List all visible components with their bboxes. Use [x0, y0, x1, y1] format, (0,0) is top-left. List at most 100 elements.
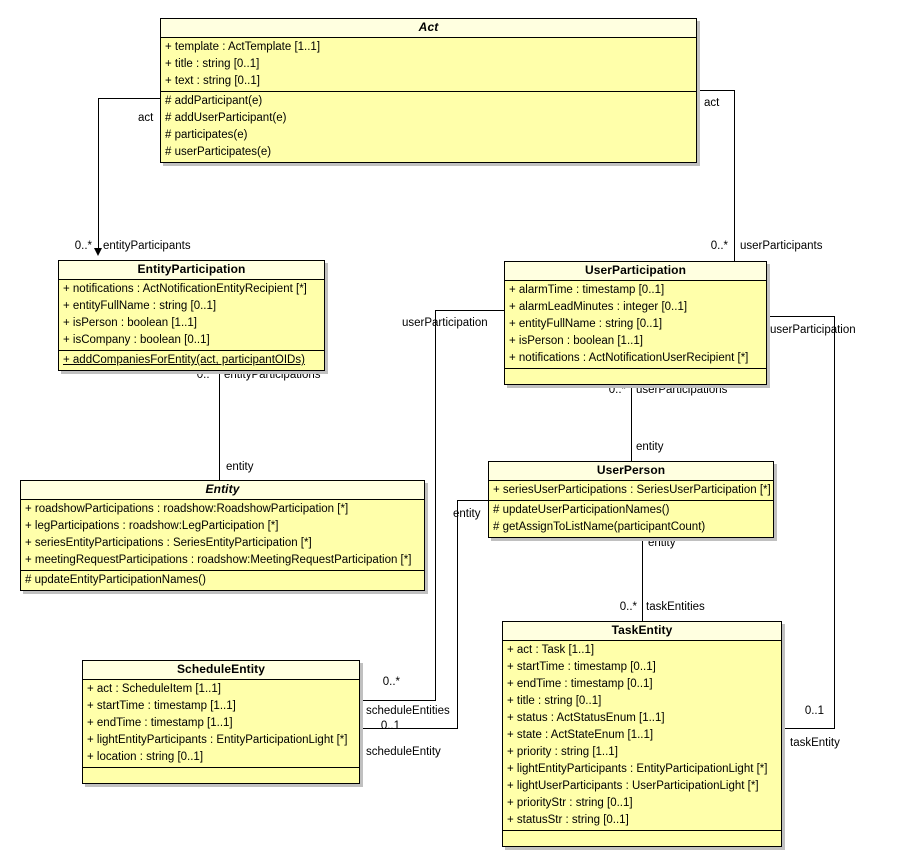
attribute: + lightEntityParticipants : EntityPartic… — [87, 734, 348, 746]
attribute: + endTime : timestamp [1..1] — [87, 717, 233, 729]
label-entity-role-userperson: entity — [636, 441, 664, 453]
class-scheduleentity-title: ScheduleEntity — [83, 661, 359, 680]
label-entityparticipations-mult: 0..* — [196, 369, 214, 381]
edge-userperson-schedule-h-bot — [360, 728, 458, 729]
attribute: + title : string [0..1] — [165, 58, 260, 70]
operation: # userParticipates(e) — [165, 146, 272, 158]
operation: # updateEntityParticipationNames() — [25, 574, 206, 586]
class-userperson[interactable]: UserPerson + seriesUserParticipations : … — [488, 461, 774, 538]
label-entity-role-task: entity — [648, 537, 676, 549]
class-entityparticipation-operations: + addCompaniesForEntity(act, participant… — [59, 350, 324, 370]
class-entityparticipation[interactable]: EntityParticipation + notifications : Ac… — [58, 260, 325, 371]
attribute: + seriesEntityParticipations : SeriesEnt… — [25, 537, 312, 549]
arrow-entityparticipation — [94, 248, 102, 256]
operation: + addCompaniesForEntity(act, participant… — [63, 354, 305, 366]
class-scheduleentity-attributes: + act : ScheduleItem [1..1] + startTime … — [83, 680, 359, 767]
class-userperson-operations: # updateUserParticipationNames() # getAs… — [489, 500, 773, 537]
class-taskentity-operations — [503, 830, 781, 846]
label-entityparticipants-role: entityParticipants — [103, 240, 191, 252]
attribute: + priorityStr : string [0..1] — [507, 797, 633, 809]
attribute: + entityFullName : string [0..1] — [509, 318, 663, 330]
edge-up-schedule-v — [435, 310, 436, 700]
class-act[interactable]: Act + template : ActTemplate [1..1] + ti… — [160, 18, 697, 163]
label-taskentity-mult: 0..1 — [804, 705, 824, 717]
attribute: + act : ScheduleItem [1..1] — [87, 683, 221, 695]
label-taskentity-role: taskEntity — [790, 737, 840, 749]
attribute: + statusStr : string [0..1] — [507, 814, 629, 826]
edge-up-taskentity-h-bot — [784, 728, 835, 729]
edge-entityparticipation-entity — [219, 360, 220, 480]
label-entity-role-mid: entity — [453, 508, 481, 520]
attribute: + alarmLeadMinutes : integer [0..1] — [509, 301, 688, 313]
class-userparticipation-title: UserParticipation — [505, 262, 766, 281]
edge-up-taskentity-v — [834, 316, 835, 728]
attribute: + isPerson : boolean [1..1] — [509, 335, 643, 347]
attribute: + seriesUserParticipations : SeriesUserP… — [493, 484, 771, 496]
attribute: + lightUserParticipants : UserParticipat… — [507, 780, 759, 792]
class-userparticipation-attributes: + alarmTime : timestamp [0..1] + alarmLe… — [505, 281, 766, 368]
edge-act-userparticipation-v1 — [697, 90, 698, 92]
attribute: + state : ActStateEnum [1..1] — [507, 729, 654, 741]
attribute: + startTime : timestamp [1..1] — [87, 700, 236, 712]
label-act-left-role: act — [138, 112, 154, 124]
edge-userperson-schedule-h-top — [457, 500, 504, 501]
edge-act-userparticipation-h — [697, 90, 735, 91]
operation: # participates(e) — [165, 129, 248, 141]
attribute: + title : string [0..1] — [507, 695, 602, 707]
label-entity-role-left: entity — [226, 461, 254, 473]
edge-userparticipation-userperson — [631, 378, 632, 461]
edge-act-entityparticipation-h — [98, 98, 161, 99]
class-userparticipation[interactable]: UserParticipation + alarmTime : timestam… — [504, 261, 767, 385]
edge-userperson-taskentity — [642, 524, 643, 622]
class-scheduleentity[interactable]: ScheduleEntity + act : ScheduleItem [1..… — [82, 660, 360, 784]
class-userparticipation-operations — [505, 368, 766, 384]
attribute: + location : string [0..1] — [87, 751, 204, 763]
class-entity[interactable]: Entity + roadshowParticipations : roadsh… — [20, 480, 425, 591]
label-userparticipation-role-right: userParticipation — [770, 324, 856, 336]
class-taskentity-title: TaskEntity — [503, 622, 781, 641]
attribute: + template : ActTemplate [1..1] — [165, 41, 321, 53]
edge-act-entityparticipation-v2 — [98, 98, 99, 248]
attribute: + priority : string [1..1] — [507, 746, 618, 758]
attribute: + lightEntityParticipants : EntityPartic… — [507, 763, 768, 775]
label-scheduleentity-mult: 0..1 — [380, 720, 400, 732]
label-act-right-role: act — [704, 97, 720, 109]
attribute: + notifications : ActNotificationUserRec… — [509, 352, 749, 364]
class-entity-title: Entity — [21, 481, 424, 500]
attribute: + alarmTime : timestamp [0..1] — [509, 284, 665, 296]
class-taskentity-attributes: + act : Task [1..1] + startTime : timest… — [503, 641, 781, 830]
attribute: + isPerson : boolean [1..1] — [63, 317, 197, 329]
edge-up-schedule-h-bot — [360, 700, 436, 701]
class-userperson-attributes: + seriesUserParticipations : SeriesUserP… — [489, 481, 773, 500]
operation: # getAssignToListName(participantCount) — [493, 521, 706, 533]
attribute: + startTime : timestamp [0..1] — [507, 661, 656, 673]
operation: # updateUserParticipationNames() — [493, 504, 670, 516]
edge-up-taskentity-h-top — [767, 316, 835, 317]
class-taskentity[interactable]: TaskEntity + act : Task [1..1] + startTi… — [502, 621, 782, 847]
class-act-operations: # addParticipant(e) # addUserParticipant… — [161, 91, 696, 162]
label-userparticipations-mult: 0..* — [608, 384, 626, 396]
label-userparticipation-role-mid: userParticipation — [402, 317, 488, 329]
label-userparticipations-role: userParticipations — [636, 384, 728, 396]
attribute: + isCompany : boolean [0..1] — [63, 334, 210, 346]
class-entityparticipation-attributes: + notifications : ActNotificationEntityR… — [59, 280, 324, 350]
label-userparticipants-mult: 0..* — [710, 240, 728, 252]
label-entityparticipations-role: entityParticipations — [224, 369, 321, 381]
label-scheduleentities-mult: 0..* — [382, 676, 400, 688]
class-scheduleentity-operations — [83, 767, 359, 783]
class-entity-attributes: + roadshowParticipations : roadshow:Road… — [21, 500, 424, 570]
label-scheduleentities-role: scheduleEntities — [366, 705, 450, 717]
class-entityparticipation-title: EntityParticipation — [59, 261, 324, 280]
attribute: + endTime : timestamp [0..1] — [507, 678, 653, 690]
operation: # addUserParticipant(e) — [165, 112, 287, 124]
attribute: + meetingRequestParticipations : roadsho… — [25, 554, 412, 566]
label-scheduleentity-role: scheduleEntity — [366, 746, 441, 758]
label-entityparticipants-mult: 0..* — [74, 240, 92, 252]
attribute: + text : string [0..1] — [165, 75, 260, 87]
edge-act-userparticipation-v2 — [734, 90, 735, 261]
label-taskentities-mult: 0..* — [619, 601, 637, 613]
attribute: + entityFullName : string [0..1] — [63, 300, 217, 312]
attribute: + act : Task [1..1] — [507, 644, 595, 656]
class-userperson-title: UserPerson — [489, 462, 773, 481]
